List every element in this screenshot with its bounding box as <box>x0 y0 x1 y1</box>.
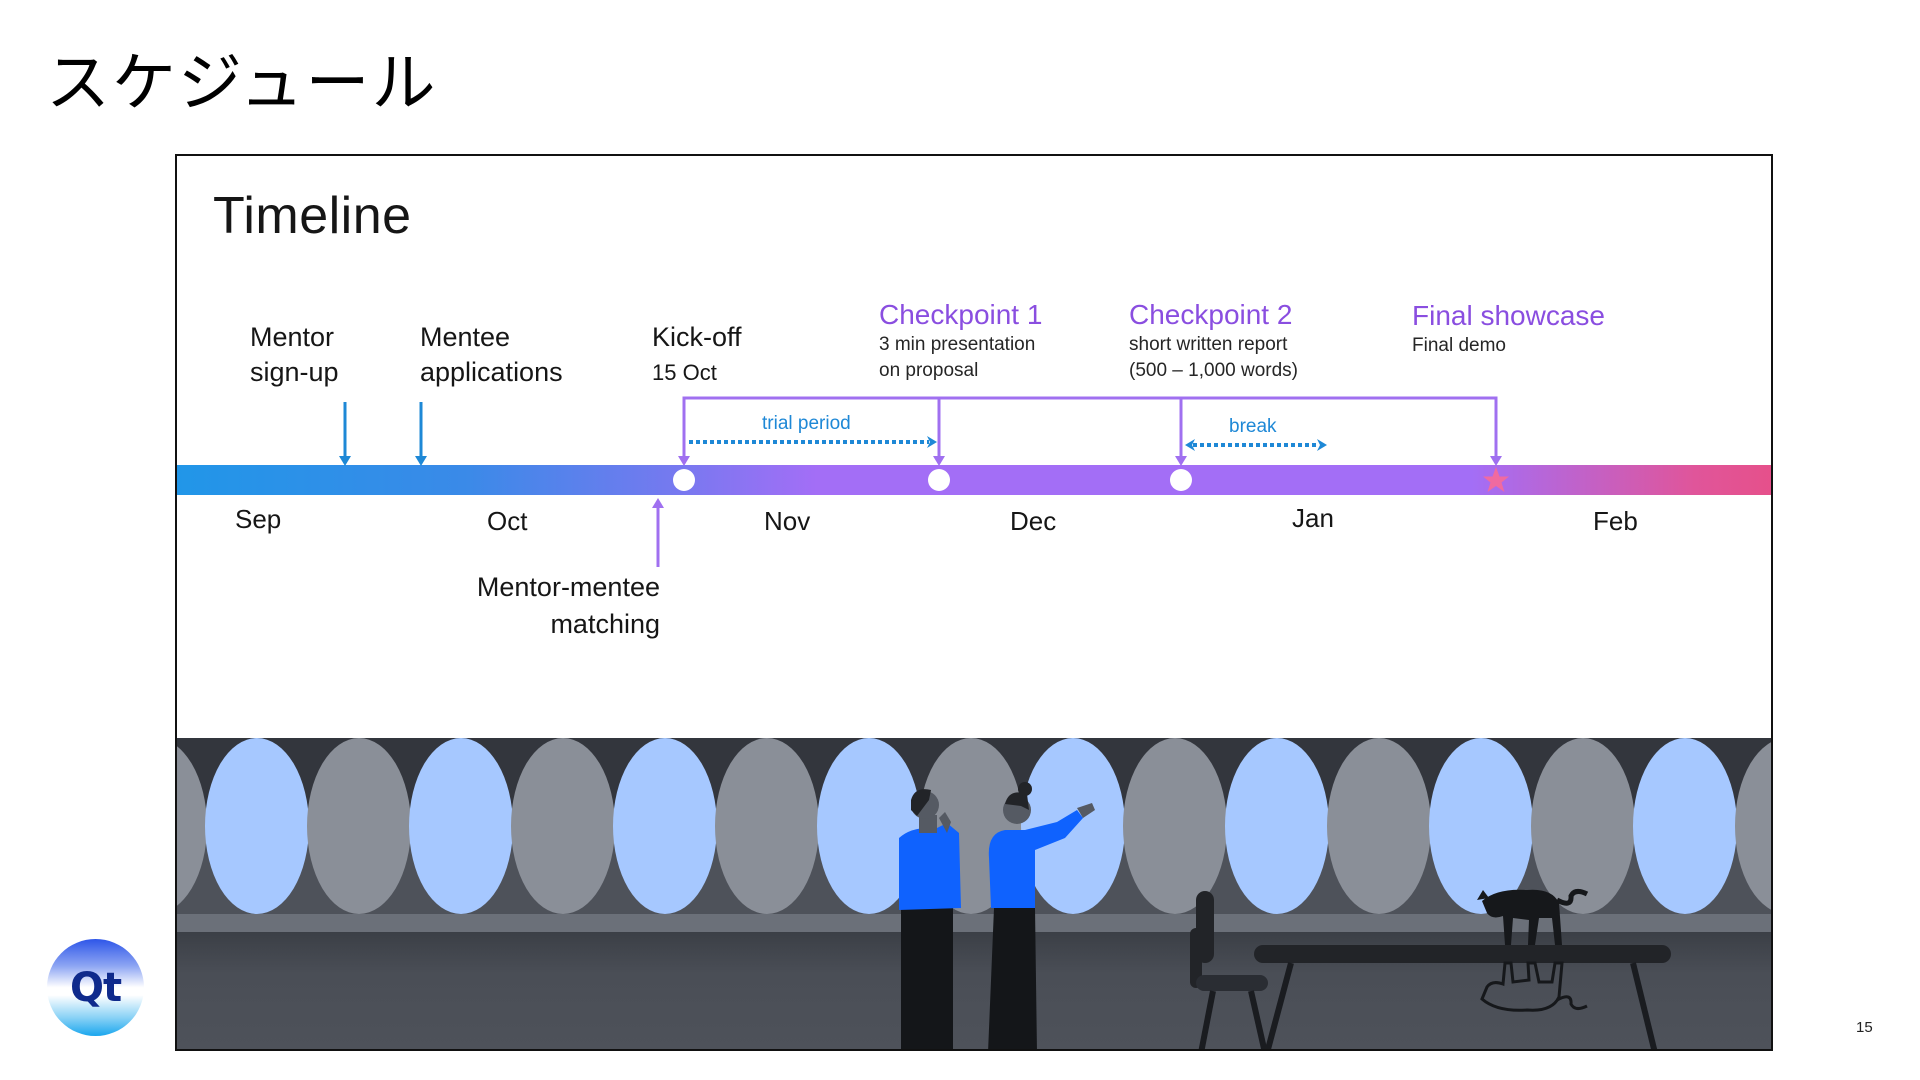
event-label: Mentor <box>250 322 335 352</box>
qt-logo: Qt <box>47 939 144 1036</box>
slide-title: スケジュール <box>46 47 438 121</box>
checkpoint2-arrowhead <box>1175 456 1187 466</box>
event-label: sign-up <box>250 357 339 387</box>
wall-oval <box>1123 738 1227 914</box>
wall-oval <box>613 738 717 914</box>
mentee-applications-arrowhead <box>415 456 427 466</box>
table-icon <box>1254 945 1671 1049</box>
wall-oval <box>1531 738 1635 914</box>
wall-oval <box>307 738 411 914</box>
event-mentor-signup: Mentor sign-up <box>250 320 339 390</box>
page-number: 15 <box>1856 1019 1873 1036</box>
kickoff-arrowhead <box>678 456 690 466</box>
final-showcase: Final showcase Final demo <box>1412 299 1605 359</box>
month-label: Feb <box>1593 506 1638 536</box>
wall-oval <box>409 738 513 914</box>
checkpoint-title: Checkpoint 2 <box>1129 299 1293 330</box>
checkpoint1-arrowhead <box>933 456 945 466</box>
cat-icon <box>1477 888 1589 1012</box>
checkpoint-2: Checkpoint 2 short written report (500 –… <box>1129 298 1298 384</box>
checkpoint-desc: 3 min presentation <box>879 334 1036 355</box>
wall-oval <box>205 738 309 914</box>
wall-oval <box>511 738 615 914</box>
checkpoint2-marker <box>1170 469 1192 491</box>
timeline-graphic <box>177 396 1771 567</box>
month-label: Sep <box>235 504 282 534</box>
event-label: Mentee <box>420 322 511 352</box>
event-date: 15 Oct <box>652 360 717 385</box>
break-label: break <box>1229 416 1277 437</box>
event-label: matching <box>550 609 660 639</box>
wall-oval <box>1225 738 1329 914</box>
mentor-signup-arrowhead <box>339 456 351 466</box>
wall-oval <box>1429 738 1533 914</box>
break-arrowhead-left <box>1185 439 1195 451</box>
checkpoint-title: Checkpoint 1 <box>879 299 1043 330</box>
wall-oval <box>1633 738 1737 914</box>
timeline-panel: Timeline <box>175 154 1773 1051</box>
checkpoint-1: Checkpoint 1 3 min presentation on propo… <box>879 298 1042 384</box>
wall-oval <box>1735 742 1771 910</box>
event-label: applications <box>420 357 563 387</box>
person-2-icon <box>988 782 1095 1049</box>
timeline-title: Timeline <box>213 187 412 245</box>
checkpoint-desc: short written report <box>1129 334 1288 355</box>
checkpoint-bracket <box>682 396 1498 463</box>
wall-oval <box>817 738 921 914</box>
illustration <box>177 738 1771 1049</box>
qt-logo-text: Qt <box>69 964 122 1011</box>
wall-oval <box>715 738 819 914</box>
wall-ledge <box>177 914 1771 932</box>
matching-arrowhead <box>652 498 664 508</box>
event-label: Kick-off <box>652 322 742 352</box>
month-label: Nov <box>764 506 811 536</box>
month-label: Jan <box>1292 503 1334 533</box>
checkpoint-desc: on proposal <box>879 360 979 381</box>
timeline-bar <box>177 465 1771 495</box>
break-arrowhead-right <box>1317 439 1327 451</box>
month-label: Oct <box>487 506 528 536</box>
person-1-icon <box>899 789 961 1049</box>
checkpoint-desc: (500 – 1,000 words) <box>1129 360 1298 381</box>
checkpoint1-marker <box>928 469 950 491</box>
event-label: Mentor-mentee <box>476 572 660 602</box>
chair-icon <box>1190 891 1268 1049</box>
kickoff-marker <box>673 469 695 491</box>
final-showcase-star-icon <box>1483 467 1509 492</box>
event-mentor-mentee-matching: Mentor-mentee matching <box>407 569 660 643</box>
wall-oval <box>1327 738 1431 914</box>
trial-period-label: trial period <box>762 413 851 434</box>
month-label: Dec <box>1010 506 1057 536</box>
wall-oval <box>177 746 207 906</box>
trial-period-arrowhead <box>927 436 937 448</box>
checkpoint-desc: Final demo <box>1412 335 1506 356</box>
checkpoint-title: Final showcase <box>1412 300 1605 331</box>
event-mentee-applications: Mentee applications <box>420 320 563 390</box>
final-arrowhead <box>1490 456 1502 466</box>
event-kickoff: Kick-off 15 Oct <box>652 320 742 390</box>
